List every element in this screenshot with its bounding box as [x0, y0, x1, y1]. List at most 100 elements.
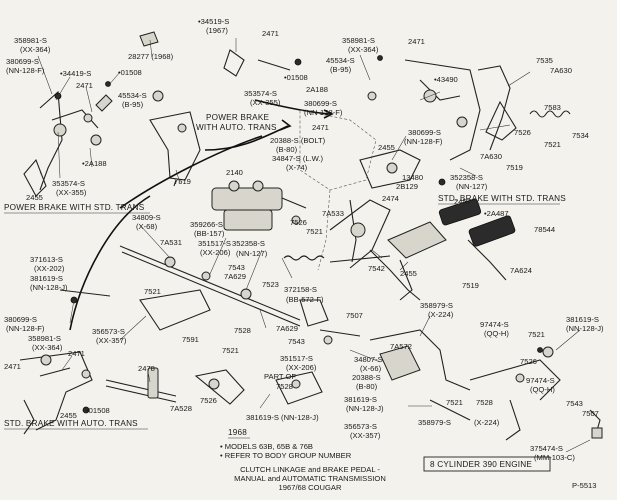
callout: 358979-S [418, 418, 451, 427]
callout: (NN-128-F) [304, 108, 343, 117]
callout: (XX-355) [250, 98, 281, 107]
callout: 7534 [572, 131, 589, 140]
callout: 380699-S [304, 99, 337, 108]
callout: 7521 [446, 398, 463, 407]
callout: (XX-364) [348, 45, 379, 54]
callout: (QQ-H) [484, 329, 509, 338]
section-label-std-brake-auto: STD. BRAKE WITH AUTO. TRANS [4, 419, 138, 428]
callout: 20388-S [352, 373, 381, 382]
callout: 2455 [26, 193, 43, 202]
pedal-assembly-top-right [359, 55, 571, 189]
callout: •43490 [434, 75, 458, 84]
callout: •34519-S [198, 17, 229, 26]
callout: 2471 [68, 349, 85, 358]
caption-line-2: MANUAL and AUTOMATIC TRANSMISSION [234, 474, 386, 483]
engine-label: 8 CYLINDER 390 ENGINE [430, 460, 532, 469]
callout: 7519 [506, 163, 523, 172]
callout: 351517-S [198, 239, 231, 248]
callout: 7528 [234, 326, 251, 335]
callout: (NN-128-F) [6, 324, 45, 333]
callout: 7543 [228, 263, 245, 272]
equalizer-rod-left [59, 245, 329, 331]
callout: 2455 [400, 269, 417, 278]
pointer-arrow-std-auto [69, 195, 151, 331]
callout: (XX-364) [20, 45, 51, 54]
pedal-assembly-bottom-left [19, 351, 177, 435]
callout: (NN-128-F) [6, 66, 45, 75]
callout: (B-80) [356, 382, 378, 391]
callout-labels: 358981-S (XX-364) 380699-S (NN-128-F) •3… [4, 17, 604, 462]
callout: 45534-S [326, 56, 355, 65]
callout: 97474-S [526, 376, 555, 385]
callout: 2B129 [396, 182, 418, 191]
callout: 7A528 [170, 404, 192, 413]
callout: 7A572 [390, 342, 412, 351]
callout: 7528 [476, 398, 493, 407]
pedal-bracket-top-left [23, 81, 113, 197]
callout: 7591 [182, 335, 199, 344]
section-labels: POWER BRAKE WITH AUTO. TRANS POWER BRAKE… [4, 113, 566, 472]
callout: 7528 [276, 382, 293, 391]
callout: (XX-206) [200, 248, 231, 257]
year-note: 1968 [228, 428, 247, 437]
callout: 7A630 [550, 66, 572, 75]
callout: 381619-S [566, 315, 599, 324]
caption-block: CLUTCH LINKAGE and BRAKE PEDAL - MANUAL … [234, 465, 386, 492]
callout: 7543 [288, 337, 305, 346]
callout: •2A188 [82, 159, 107, 168]
callout: 380699-S [6, 57, 39, 66]
callout: (NN-127) [236, 249, 268, 258]
callout: (NN-127) [456, 182, 488, 191]
notes-block: 1968 • MODELS 63B, 65B & 76B • REFER TO … [220, 428, 352, 460]
callout: 7A629 [224, 272, 246, 281]
engine-label-box [423, 456, 551, 472]
callout: (XX-364) [32, 343, 63, 352]
callout: (X-74) [286, 163, 308, 172]
refer-note: • REFER TO BODY GROUP NUMBER [220, 451, 352, 460]
callout: 2471 [76, 81, 93, 90]
pointer-arrow-std-std [119, 135, 263, 209]
callout: 2455 [378, 143, 395, 152]
callout: 7523 [262, 280, 279, 289]
callout: 7A624 [510, 266, 532, 275]
callout: 375474-S [530, 444, 563, 453]
callout: 2471 [312, 123, 329, 132]
callout: 351517-S [280, 354, 313, 363]
callout: 7507 [346, 311, 363, 320]
callout: 7526 [200, 396, 217, 405]
callout: 7521 [306, 227, 323, 236]
caption-line-3: 1967/68 COUGAR [279, 483, 342, 492]
callout: 13480 [402, 173, 423, 182]
callout: 34847-S (L.W.) [272, 154, 324, 163]
callout: •01508 [118, 68, 142, 77]
callout: 356573-S [344, 422, 377, 431]
callout: 7521 [144, 287, 161, 296]
callout: 353574-S [244, 89, 277, 98]
callout: •01508 [86, 406, 110, 415]
callout: (XX-206) [286, 363, 317, 372]
callout: 2471 [4, 362, 21, 371]
callout: (XX-202) [34, 264, 65, 273]
callout: (BB-157) [194, 229, 225, 238]
callout: (X-68) [136, 222, 158, 231]
callout: •34419-S [60, 69, 91, 78]
pedal-assembly-bottom-right [369, 329, 603, 441]
callout: 358981-S [342, 36, 375, 45]
callout: 97474-S [480, 320, 509, 329]
callout: (NN-128-J) [346, 404, 384, 413]
pointer-arrow-power-std [254, 99, 331, 115]
section-label-power-brake-auto-line2: WITH AUTO. TRANS [196, 123, 277, 132]
callout: 34809-S [132, 213, 161, 222]
callout: (B-95) [330, 65, 352, 74]
callout: (NN-128-F) [404, 137, 443, 146]
callout: (QQ-H) [530, 385, 555, 394]
callout: 7A531 [160, 238, 182, 247]
callout: 2471 [262, 29, 279, 38]
callout: (NN-128-J) [30, 283, 68, 292]
callout: 356573-S [92, 327, 125, 336]
clutch-release-bottom-center [194, 329, 361, 405]
callout: 2457 [454, 197, 471, 206]
section-label-power-brake-auto: POWER BRAKE [206, 113, 270, 122]
callout: 381619-S (NN-128-J) [246, 413, 319, 422]
